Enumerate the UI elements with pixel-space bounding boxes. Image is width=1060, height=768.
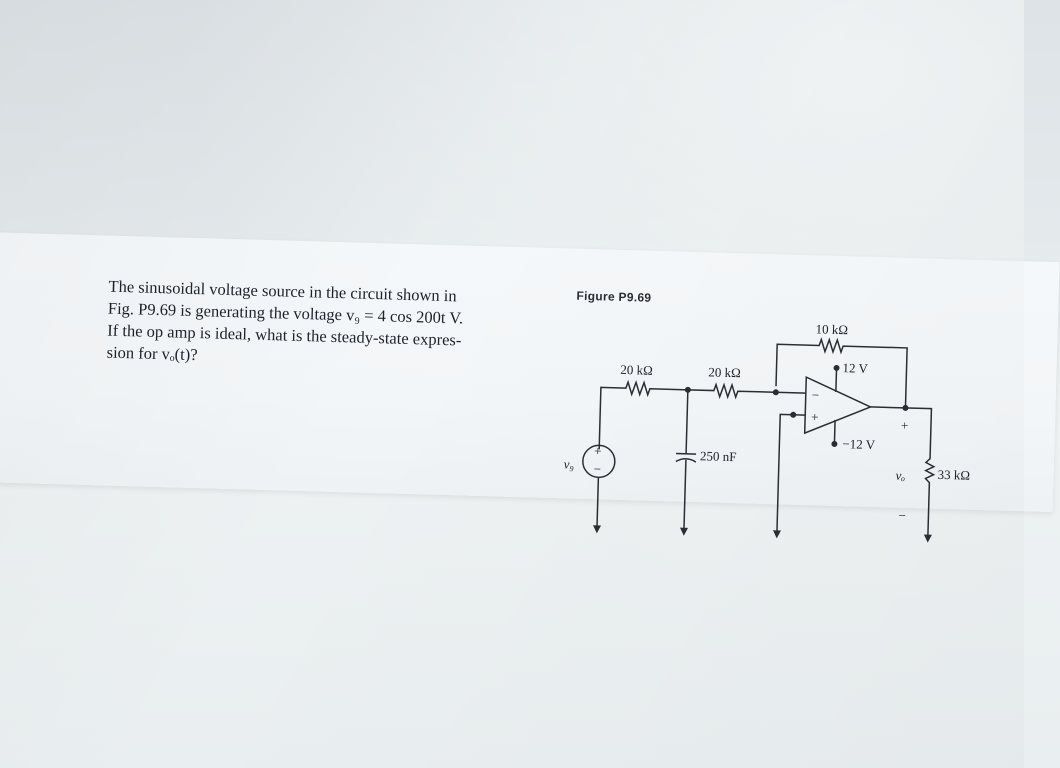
capacitor-label: 250 nF — [700, 448, 737, 464]
junction-node — [772, 389, 779, 396]
input-wire — [598, 379, 806, 450]
output-wire — [870, 406, 936, 537]
opamp-minus: − — [812, 387, 820, 402]
noninverting-ground-wire — [776, 413, 806, 533]
vpos-node — [833, 364, 840, 371]
op-amp-icon — [803, 375, 873, 435]
voltage-source-icon — [582, 444, 616, 479]
capacitor-wire — [675, 389, 697, 530]
ground-arrow-icon — [680, 527, 689, 536]
vo-minus: − — [898, 508, 906, 523]
vneg-label: −12 V — [842, 436, 876, 452]
vneg-node — [831, 440, 838, 447]
vneg-wire — [833, 419, 836, 442]
vo-label: vₒ — [895, 468, 905, 483]
rload-label: 33 kΩ — [937, 467, 970, 483]
circuit-diagram: 10 kΩ 20 kΩ 20 kΩ 250 nF + − v₉ − + 12 V… — [564, 321, 970, 543]
opamp-plus: + — [811, 409, 819, 424]
ground-arrow-icon — [772, 530, 781, 539]
noninverting-node — [790, 411, 797, 418]
ground-arrow-icon — [593, 525, 602, 534]
paper-sheet: The sinusoidal voltage source in the cir… — [0, 232, 1060, 543]
vg-label: v₉ — [564, 456, 575, 471]
output-node — [902, 404, 909, 411]
feedback-wire — [775, 337, 908, 408]
ground-arrow-icon — [923, 534, 932, 543]
r2-label: 20 kΩ — [708, 364, 741, 380]
source-plus: + — [594, 443, 602, 458]
problem-text: The sinusoidal voltage source in the cir… — [106, 276, 548, 376]
source-minus: − — [593, 461, 601, 476]
feedback-resistor-label: 10 kΩ — [815, 321, 848, 337]
vpos-label: 12 V — [842, 360, 868, 376]
vpos-wire — [835, 369, 838, 392]
r1-label: 20 kΩ — [620, 362, 653, 378]
vo-plus: + — [901, 418, 909, 433]
source-ground-wire — [596, 477, 600, 528]
